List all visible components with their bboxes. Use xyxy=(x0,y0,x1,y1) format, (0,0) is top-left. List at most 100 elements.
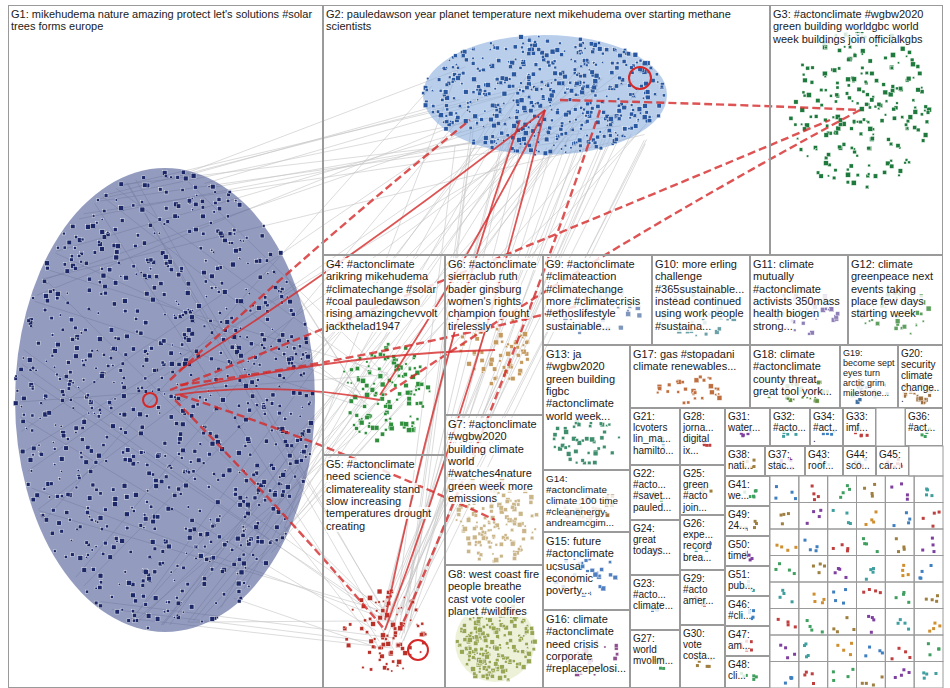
vertex-mark xyxy=(132,510,135,513)
vertex-mark xyxy=(912,77,914,79)
vertex-mark xyxy=(921,86,923,88)
vertex-mark xyxy=(649,66,652,69)
vertex-mark xyxy=(469,126,472,129)
vertex-mark xyxy=(292,391,296,395)
vertex-mark xyxy=(161,361,164,364)
vertex-mark xyxy=(124,512,129,517)
vertex-mark xyxy=(148,274,152,278)
vertex-mark xyxy=(27,358,32,363)
tiny-group-box xyxy=(770,635,799,662)
vertex-mark xyxy=(503,102,505,104)
vertex-mark xyxy=(363,405,367,409)
vertex-mark xyxy=(583,81,586,84)
vertex-mark xyxy=(444,127,448,131)
vertex-mark xyxy=(236,573,238,575)
vertex-mark xyxy=(56,342,61,347)
vertex-mark xyxy=(175,422,179,426)
vertex-mark xyxy=(541,55,544,58)
vertex-mark xyxy=(120,538,125,543)
vertex-mark xyxy=(104,291,108,295)
vertex-mark xyxy=(243,417,248,422)
vertex-mark xyxy=(272,492,277,497)
vertex-mark xyxy=(97,337,102,342)
vertex-mark xyxy=(256,540,260,544)
tiny-group-box xyxy=(828,609,857,636)
vertex-mark xyxy=(448,76,451,79)
vertex-mark xyxy=(269,253,273,257)
vertex-mark xyxy=(247,402,250,405)
vertex-mark xyxy=(74,426,78,430)
vertex-mark xyxy=(622,59,626,63)
vertex-mark xyxy=(180,589,184,593)
vertex-mark xyxy=(35,493,40,498)
vertex-mark xyxy=(820,104,823,107)
tiny-group-box xyxy=(799,476,828,503)
vertex-mark xyxy=(64,446,68,450)
vertex-mark xyxy=(608,85,611,88)
vertex-mark xyxy=(507,84,511,88)
vertex-mark xyxy=(648,118,652,122)
vertex-mark xyxy=(546,60,550,64)
vertex-mark xyxy=(200,199,204,203)
vertex-mark xyxy=(563,50,565,52)
vertex-mark xyxy=(910,58,914,62)
graph-edge xyxy=(299,132,574,486)
vertex-mark xyxy=(419,365,422,368)
vertex-mark xyxy=(201,620,204,623)
vertex-mark xyxy=(527,75,531,79)
vertex-mark xyxy=(124,353,128,357)
vertex-mark xyxy=(281,472,286,477)
vertex-mark xyxy=(22,396,27,401)
vertex-mark xyxy=(74,266,78,270)
vertex-mark xyxy=(546,39,550,43)
vertex-mark xyxy=(87,288,91,292)
vertex-mark xyxy=(540,80,543,83)
vertex-mark xyxy=(307,429,311,433)
vertex-mark xyxy=(554,66,557,69)
vertex-mark xyxy=(478,92,482,96)
vertex-mark xyxy=(225,308,227,310)
vertex-mark xyxy=(472,57,474,59)
vertex-mark xyxy=(848,96,852,100)
vertex-mark xyxy=(585,119,589,123)
vertex-mark xyxy=(263,405,266,408)
vertex-mark xyxy=(443,66,447,70)
vertex-mark xyxy=(263,346,266,349)
vertex-mark xyxy=(284,470,286,472)
vertex-mark xyxy=(375,392,378,395)
vertex-mark xyxy=(199,247,202,250)
vertex-mark xyxy=(54,550,57,553)
vertex-mark xyxy=(865,102,869,106)
vertex-mark xyxy=(520,82,523,85)
vertex-mark xyxy=(617,117,621,121)
vertex-mark xyxy=(553,60,556,63)
vertex-mark xyxy=(497,59,501,63)
vertex-mark xyxy=(51,354,54,357)
vertex-mark xyxy=(80,260,83,263)
vertex-mark xyxy=(645,90,650,95)
vertex-mark xyxy=(489,64,491,66)
vertex-mark xyxy=(622,50,625,53)
vertex-mark xyxy=(803,94,806,97)
vertex-mark xyxy=(868,106,871,109)
vertex-mark xyxy=(613,48,617,52)
vertex-mark xyxy=(490,140,494,144)
vertex-mark xyxy=(890,52,895,57)
vertex-mark xyxy=(214,201,217,204)
vertex-mark xyxy=(378,658,381,661)
vertex-mark xyxy=(31,498,35,502)
vertex-mark xyxy=(398,392,402,396)
vertex-mark xyxy=(445,119,449,123)
vertex-mark xyxy=(164,261,168,265)
vertex-mark xyxy=(861,53,863,55)
vertex-mark xyxy=(221,473,225,477)
vertex-mark xyxy=(122,451,125,454)
vertex-mark xyxy=(122,394,127,399)
vertex-mark xyxy=(897,62,899,64)
vertex-mark xyxy=(28,458,33,463)
vertex-mark xyxy=(108,268,112,272)
vertex-mark xyxy=(47,410,52,415)
vertex-mark xyxy=(74,354,79,359)
vertex-mark xyxy=(458,104,461,107)
vertex-mark xyxy=(392,660,395,663)
